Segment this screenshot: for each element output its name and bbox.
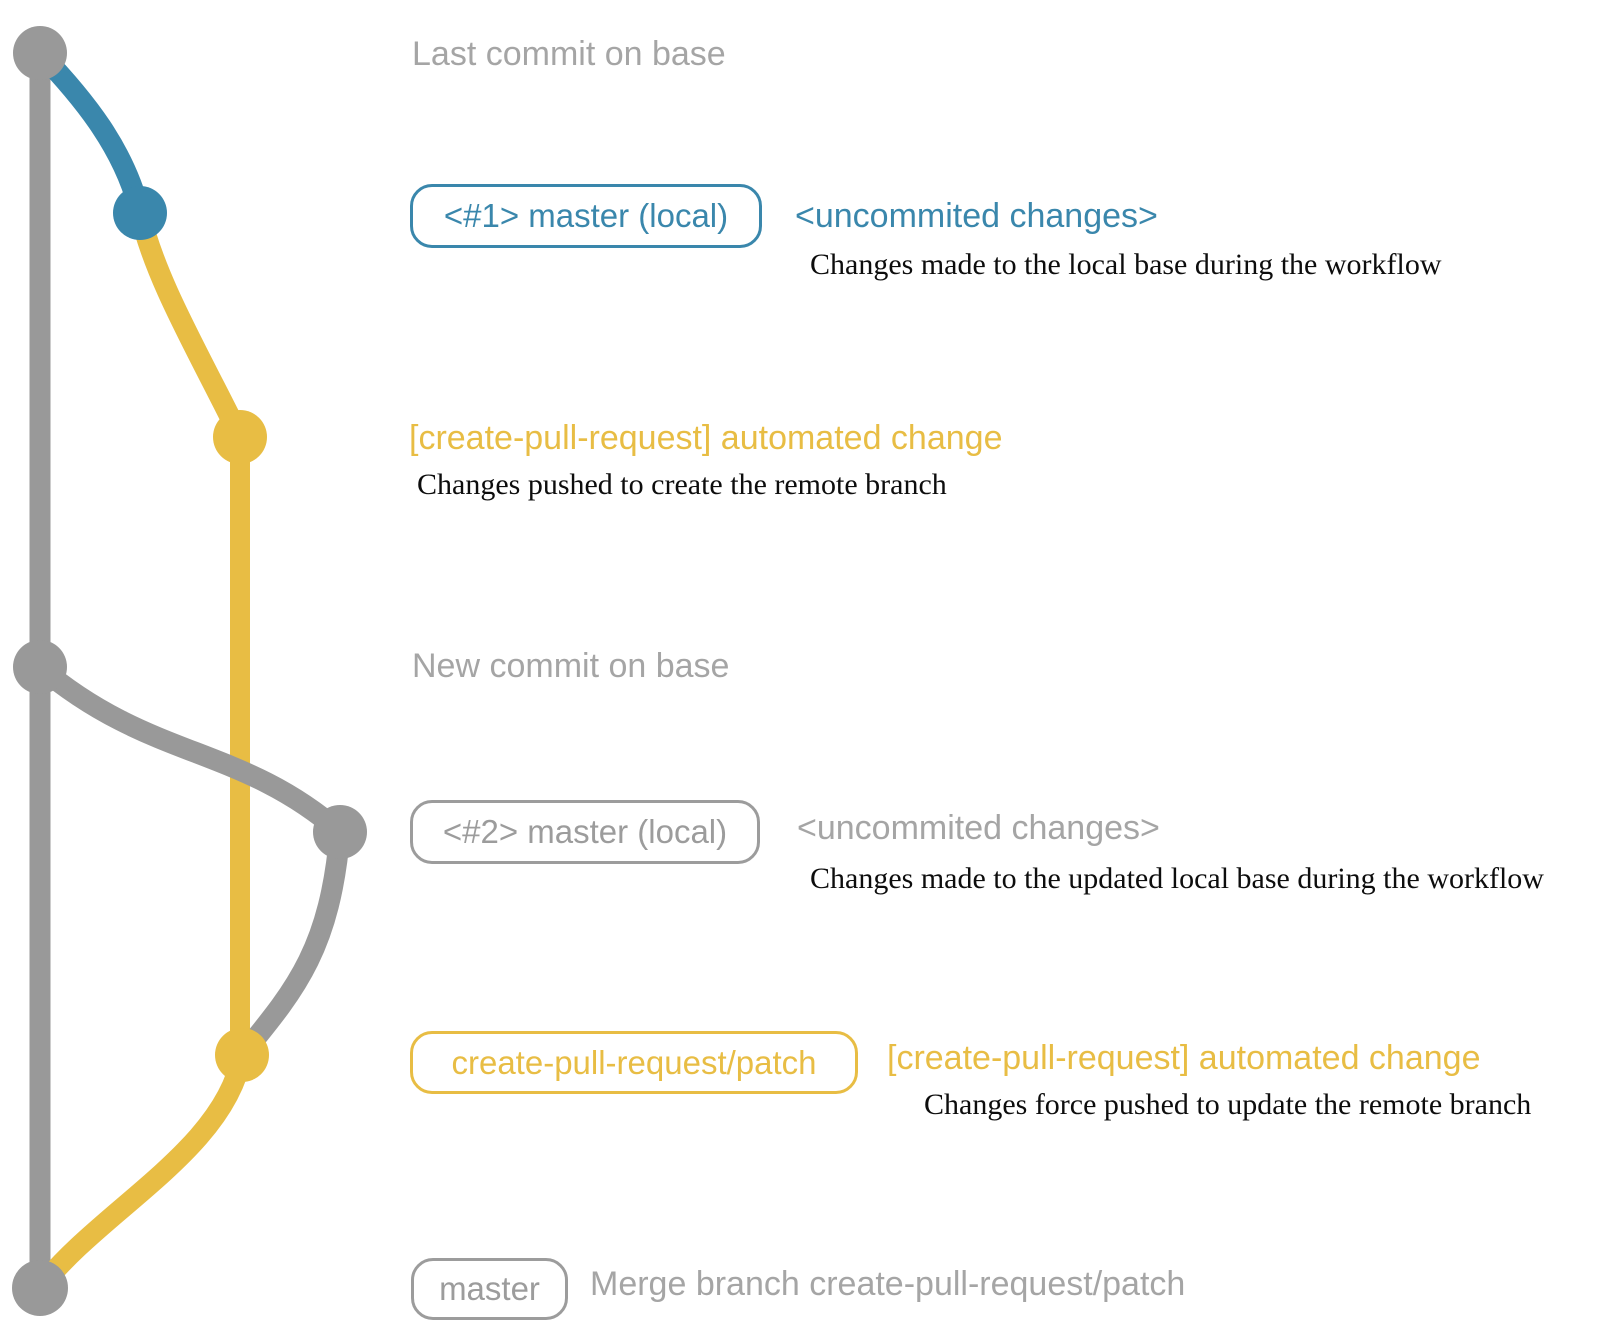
- message-uncommited-changes-1: <uncommited changes>: [795, 197, 1158, 235]
- badge-create-pull-request-patch: create-pull-request/patch: [410, 1031, 858, 1094]
- message-automated-change-2: [create-pull-request] automated change: [887, 1039, 1481, 1077]
- commit-graph: [12, 26, 367, 1316]
- branch-line-local-master-1: [32, 45, 151, 216]
- branch-line-patch-create: [129, 210, 250, 442]
- message-uncommited-changes-2: <uncommited changes>: [797, 809, 1160, 847]
- message-automated-change-1: [create-pull-request] automated change: [409, 419, 1003, 457]
- branch-line-force-push: [233, 831, 351, 1062]
- commit-node-last-commit-on-base: [13, 26, 67, 80]
- label-new-commit-on-base: New commit on base: [412, 647, 730, 685]
- badge-master: master: [411, 1258, 568, 1320]
- commit-node-local-master-1: [113, 186, 167, 240]
- commit-node-new-commit-on-base: [13, 640, 67, 694]
- commit-node-local-master-2: [313, 805, 367, 859]
- note-local-changes-1: Changes made to the local base during th…: [810, 248, 1442, 281]
- commit-node-merge: [12, 1260, 68, 1316]
- branch-line-merge: [31, 1052, 253, 1295]
- note-push-create-branch: Changes pushed to create the remote bran…: [417, 468, 947, 501]
- branch-line-local-master-2: [33, 658, 347, 840]
- commit-node-patch-1: [213, 410, 267, 464]
- badge-local-master-2: <#2> master (local): [410, 800, 760, 864]
- commit-node-patch-2: [215, 1028, 269, 1082]
- note-local-changes-2: Changes made to the updated local base d…: [810, 862, 1544, 895]
- message-merge-branch: Merge branch create-pull-request/patch: [590, 1265, 1186, 1303]
- badge-local-master-1: <#1> master (local): [410, 184, 762, 248]
- label-last-commit-on-base: Last commit on base: [412, 35, 726, 73]
- note-force-push: Changes force pushed to update the remot…: [924, 1088, 1532, 1121]
